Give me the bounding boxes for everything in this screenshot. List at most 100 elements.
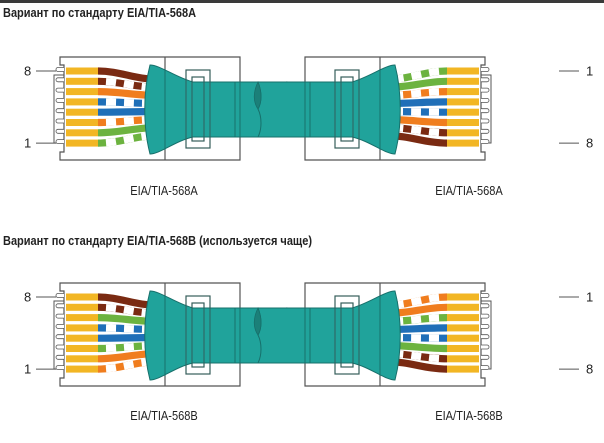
gold-contact-pin-5 [447,334,479,342]
connector-right [253,56,492,161]
gold-contact-pin-8 [66,67,98,75]
wire-stripe [386,293,448,309]
contact-tab [481,324,490,329]
cable-boot [144,290,236,381]
contact-tab [55,354,64,360]
contact-tab [55,67,64,72]
gold-contact-pin-3 [66,345,98,352]
wire-stripe [97,77,159,91]
latch-inner-over [191,76,205,142]
gold-contact-pin-7 [66,77,98,85]
gold-contact-pin-1 [66,365,98,373]
wire-stripe [97,303,159,317]
wire-stripe [97,341,159,353]
gold-contact-pin-8 [66,293,98,301]
wire-stripe [97,324,159,334]
contact-tab [481,344,490,350]
connector-left [53,56,292,161]
pin-label-right-top: 1 [586,64,593,79]
cable-cut-end [253,81,262,110]
contact-tab [55,303,64,309]
cable-boot [144,64,236,155]
latch-outer-over [334,69,360,149]
contact-tab [55,128,64,134]
pin-label-bottom: 1 [24,362,31,377]
gold-contact-pin-6 [66,88,98,96]
contact-tab [55,344,64,350]
contact-tab [55,324,64,329]
connector-right [253,282,492,387]
pin-label-right-bottom: 8 [586,136,593,151]
cable-boot [309,290,401,381]
pin-label-top: 8 [24,290,31,305]
wire-stripe [386,333,448,342]
wire-stripe [386,314,448,326]
gold-contact-pin-7 [66,303,98,311]
contact-tab [55,313,64,319]
gold-contact-pin-4 [447,98,479,106]
cable-boot [309,64,401,155]
contact-tab [481,77,490,83]
contact-tab [481,303,490,309]
contact-tab [481,139,490,144]
wire-stripe [97,98,159,108]
latch-inner-over [340,76,354,142]
contact-tab [481,98,490,103]
gold-contact-pin-7 [447,355,479,363]
contact-tab [55,108,64,114]
caption-left-568a: EIA/TIA-568A [130,183,198,198]
contact-tab [481,293,490,298]
gold-contact-pin-4 [66,334,98,342]
gold-contact-pin-4 [447,324,479,332]
gold-contact-pin-8 [447,139,479,147]
gold-contact-pin-2 [66,355,98,363]
contact-tab [481,313,490,319]
latch-inner-over [191,302,205,368]
gold-contact-pin-4 [66,108,98,116]
connector-left [53,282,292,387]
contact-tab [55,77,64,83]
contact-tab [481,108,490,114]
top-bar [0,0,604,3]
gold-contact-pin-6 [66,314,98,322]
contact-tab [55,365,64,370]
cable-tail [257,81,311,138]
wire-stripe [386,88,448,100]
contact-tab [481,67,490,72]
gold-contact-pin-7 [447,129,479,137]
pin-label-bottom: 1 [24,136,31,151]
gold-contact-pin-3 [66,119,98,126]
gold-contact-pin-2 [447,77,479,85]
gold-contact-pin-2 [447,303,479,311]
contact-tab [481,128,490,134]
gold-contact-pin-1 [447,67,479,75]
gold-contact-pin-6 [447,119,479,126]
gold-contact-pin-5 [447,108,479,116]
gold-contact-pin-1 [66,139,98,147]
wire-stripe [97,357,159,373]
contact-tab [55,118,64,124]
contact-tab [481,118,490,124]
cable-cut-end [253,307,262,336]
wire-stripe [97,115,159,127]
gold-contact-pin-8 [447,365,479,373]
section-title-568a: Вариант по стандарту EIA/TIA-568A [3,6,197,20]
gold-contact-pin-1 [447,293,479,301]
contact-tab [55,293,64,298]
caption-left-568b: EIA/TIA-568B [130,408,198,423]
pin-label-right-bottom: 8 [586,362,593,377]
gold-contact-pin-3 [447,314,479,322]
latch-inner-over [340,302,354,368]
wire-stripe [97,131,159,147]
wire-stripe [386,67,448,83]
contact-tab [55,87,64,93]
pin-label-top: 8 [24,64,31,79]
cable-tail [257,307,311,364]
gold-contact-pin-3 [447,88,479,96]
gold-contact-pin-6 [447,345,479,352]
section-568a-diagram: 8 1 1 8 [24,56,593,161]
caption-right-568a: EIA/TIA-568A [435,183,503,198]
latch-outer-over [334,295,360,375]
wire-stripe [386,349,448,363]
